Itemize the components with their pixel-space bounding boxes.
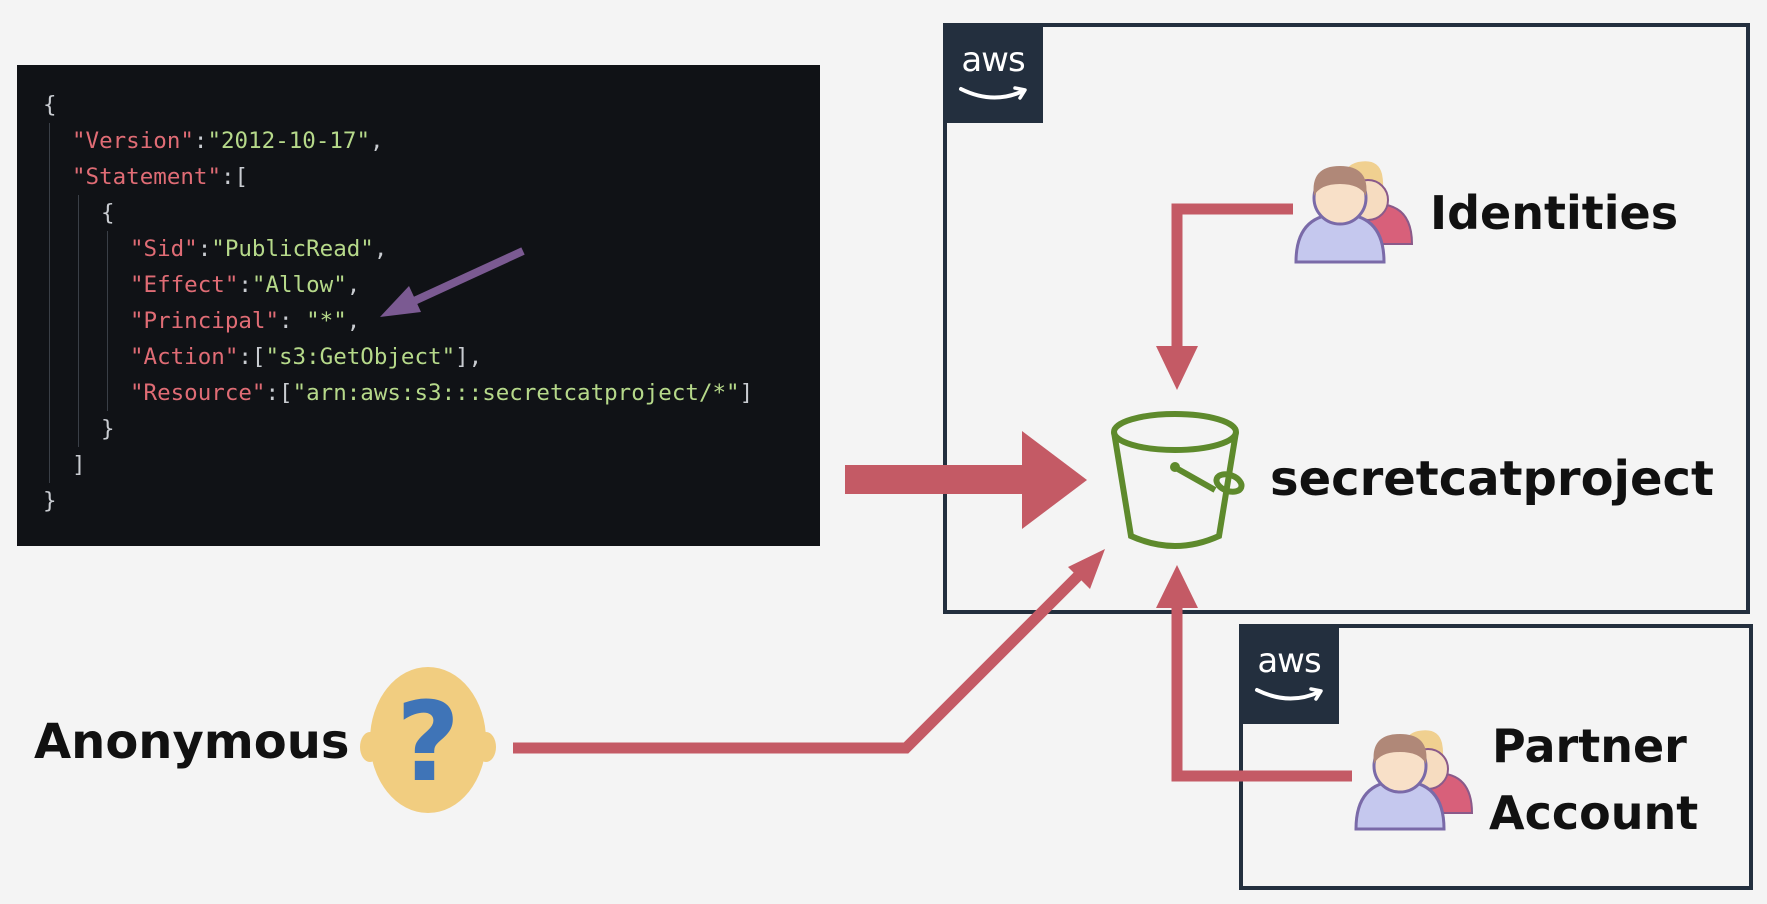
bucket-name-label: secretcatproject (1270, 451, 1714, 507)
code-token: "Version" (72, 128, 194, 154)
code-token: "arn:aws:s3:::secretcatproject/*" (292, 380, 740, 406)
code-line: "Statement":[ (43, 159, 820, 195)
code-token: "*" (306, 308, 347, 334)
partner-to-bucket-arrow (1156, 565, 1352, 782)
anonymous-label: Anonymous (34, 714, 350, 770)
code-token: "Sid" (130, 236, 198, 262)
code-token: "s3:GetObject" (265, 344, 456, 370)
partner-users-icon (1354, 730, 1474, 831)
code-token: "Allow" (251, 272, 347, 298)
identities-to-bucket-arrow (1156, 203, 1293, 390)
policy-to-bucket-arrow (845, 431, 1087, 529)
code-line: "Resource":["arn:aws:s3:::secretcatproje… (43, 375, 820, 411)
partner-label-line2: Account (1489, 786, 1699, 840)
partner-aws-logo: aws (1239, 624, 1339, 724)
s3-bucket-icon (1111, 411, 1245, 549)
code-token: , (370, 128, 384, 154)
aws-logo: aws (943, 23, 1043, 123)
code-token: : (197, 236, 212, 262)
code-token: :[ (265, 380, 293, 406)
code-line: "Action":["s3:GetObject"], (43, 339, 820, 375)
code-token: , (373, 236, 388, 262)
code-token: , (346, 272, 361, 298)
anonymous-question-mark: ? (396, 678, 460, 806)
code-line: "Sid":"PublicRead", (43, 231, 820, 267)
code-token: { (43, 92, 57, 118)
partner-aws-logo-text: aws (1257, 641, 1321, 681)
code-token: : (279, 308, 307, 334)
anonymous-head-icon: ? (360, 667, 496, 813)
code-token: , (346, 308, 361, 334)
code-line: } (43, 411, 820, 447)
aws-account-box: aws (943, 23, 1750, 614)
code-token: ], (455, 344, 483, 370)
code-lines: {"Version":"2012-10-17","Statement":[{"S… (43, 87, 820, 519)
code-token: } (43, 488, 57, 514)
code-token: { (101, 200, 115, 226)
identities-users-icon (1294, 161, 1414, 264)
code-line: "Principal": "*", (43, 303, 820, 339)
indent-guide (49, 123, 50, 483)
partner-aws-account-box: aws (1239, 624, 1753, 890)
indent-guide (107, 231, 108, 411)
code-token: } (101, 416, 115, 442)
code-token: "Action" (130, 344, 239, 370)
anonymous-to-bucket-arrow (513, 549, 1105, 754)
code-token: "Resource" (130, 380, 266, 406)
indent-guide (78, 195, 79, 447)
code-token: "Effect" (130, 272, 239, 298)
code-line: { (43, 195, 820, 231)
partner-label-line1: Partner (1492, 719, 1687, 773)
code-line: "Effect":"Allow", (43, 267, 820, 303)
code-token: : (238, 272, 252, 298)
code-line: } (43, 483, 820, 519)
code-token: :[ (238, 344, 266, 370)
code-line: "Version":"2012-10-17", (43, 123, 820, 159)
aws-logo-text: aws (961, 40, 1025, 80)
principal-pointer-arrow (380, 247, 525, 317)
code-line: ] (43, 447, 820, 483)
code-token: "2012-10-17" (207, 128, 371, 154)
code-token: "Principal" (130, 308, 280, 334)
code-token: :[ (221, 164, 249, 190)
code-token: "Statement" (72, 164, 222, 190)
code-token: "PublicRead" (211, 236, 374, 262)
identities-label: Identities (1430, 186, 1679, 240)
code-token: ] (72, 452, 86, 478)
code-line: { (43, 87, 820, 123)
code-token: : (193, 128, 208, 154)
code-token: ] (739, 380, 754, 406)
bucket-policy-code-panel: {"Version":"2012-10-17","Statement":[{"S… (17, 65, 820, 546)
